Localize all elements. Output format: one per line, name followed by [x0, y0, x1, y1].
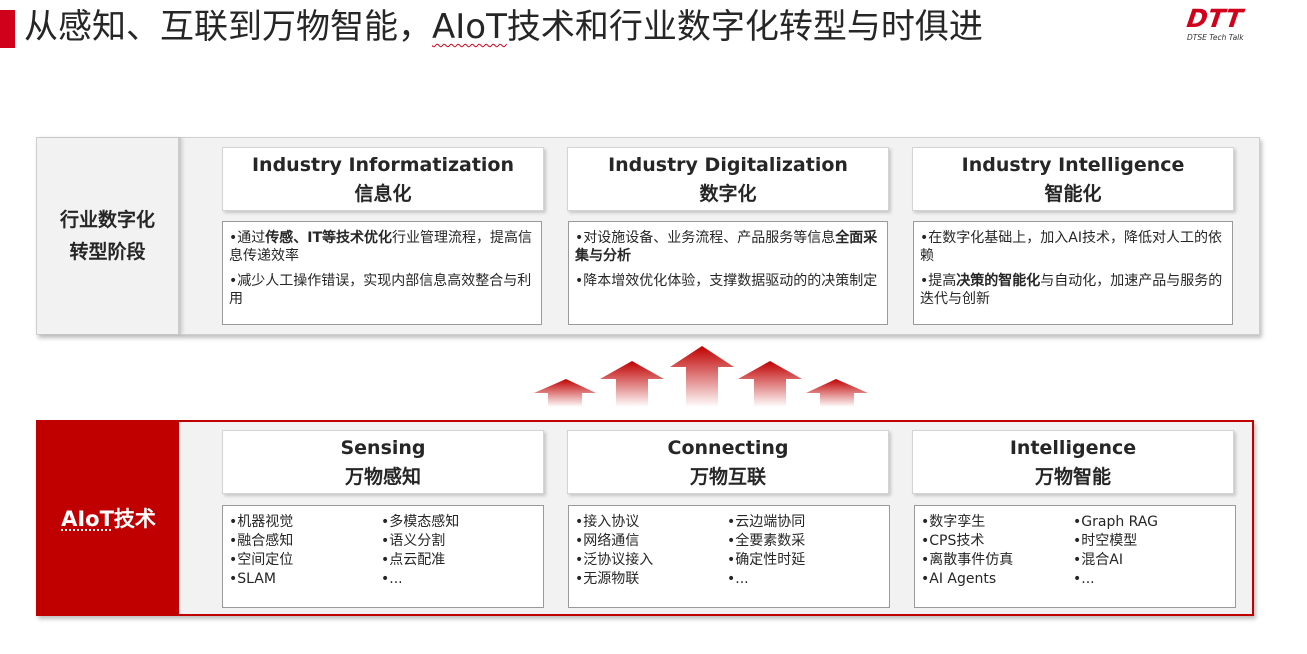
list-item: •SLAM	[229, 571, 276, 587]
list-item: •...	[1073, 571, 1095, 587]
list-item: •...	[727, 571, 749, 587]
list-item: •...	[381, 571, 403, 587]
list-item: •网络通信	[575, 533, 640, 549]
list-item: •离散事件仿真	[921, 552, 1014, 568]
aiot-side-label: AIoT技术	[38, 422, 179, 614]
list-item: •无源物联	[575, 571, 640, 587]
list-item: •语义分割	[381, 533, 446, 549]
list-item: •云边端协同	[727, 514, 806, 530]
dtt-logo-icon: DTT DTSE Tech Talk	[1185, 4, 1267, 46]
list-item: •时空模型	[1073, 533, 1138, 549]
stage-desc-intelligence: •在数字化基础上，加入AI技术，降低对人工的依赖 •提高决策的智能化与自动化，加…	[913, 221, 1233, 325]
tech-items-connecting: •接入协议 •云边端协同 •网络通信 •全要素数采 •泛协议接入 •确定性时延 …	[568, 505, 890, 608]
list-item: •全要素数采	[727, 533, 806, 549]
stage-desc-digitalization: •对设施设备、业务流程、产品服务等信息全面采集与分析 •降本增效优化体验，支撑数…	[568, 221, 888, 325]
logo-mark: DTT	[1185, 4, 1245, 33]
stage-desc-informatization: •通过传感、IT等技术优化行业管理流程，提高信息传递效率 •减少人工操作错误，实…	[222, 221, 542, 325]
title-accent-bar	[0, 10, 15, 48]
list-item: •混合AI	[1073, 552, 1123, 568]
list-item: •确定性时延	[727, 552, 806, 568]
list-item: •点云配准	[381, 552, 446, 568]
list-item: •多模态感知	[381, 514, 460, 530]
list-item: •机器视觉	[229, 514, 294, 530]
page-title: 从感知、互联到万物智能，AIoT技术和行业数字化转型与时俱进	[24, 7, 983, 47]
tech-items-intelligence: •数字孪生 •Graph RAG •CPS技术 •时空模型 •离散事件仿真 •混…	[914, 505, 1236, 608]
list-item: •CPS技术	[921, 533, 985, 549]
list-item: •Graph RAG	[1073, 514, 1158, 530]
list-item: •泛协议接入	[575, 552, 654, 568]
stages-side-label: 行业数字化转型阶段	[37, 138, 181, 334]
tech-items-sensing: •机器视觉 •多模态感知 •融合感知 •语义分割 •空间定位 •点云配准 •SL…	[222, 505, 544, 608]
list-item: •空间定位	[229, 552, 294, 568]
list-item: •AI Agents	[921, 571, 997, 587]
list-item: •接入协议	[575, 514, 640, 530]
red-up-arrows-icon	[534, 346, 868, 407]
logo-subtitle: DTSE Tech Talk	[1187, 33, 1244, 42]
list-item: •融合感知	[229, 533, 294, 549]
list-item: •数字孪生	[921, 514, 986, 530]
